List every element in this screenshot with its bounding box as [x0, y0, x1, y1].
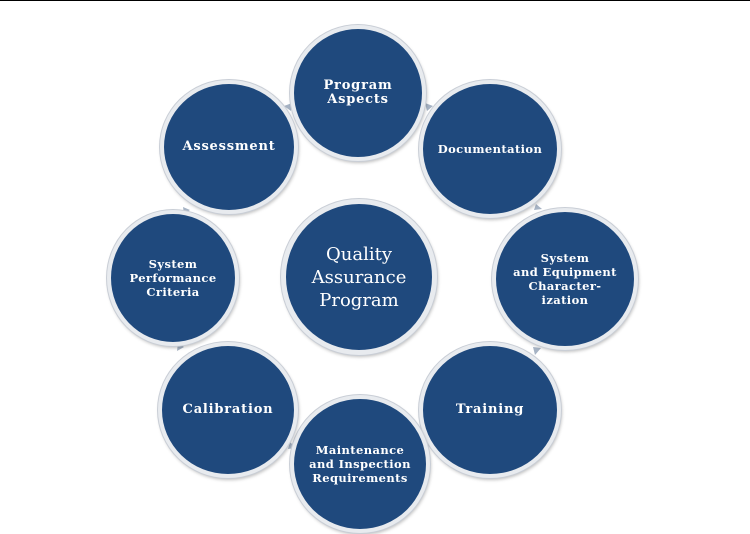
- connector-arrow-3: [534, 204, 542, 210]
- node-documentation-label: Documentation: [438, 142, 543, 156]
- node-training: Training: [419, 342, 561, 478]
- node-system-equipment-label: System and Equipment Character- ization: [513, 251, 617, 307]
- node-system-performance: System Performance Criteria: [107, 210, 239, 346]
- node-system-equipment: System and Equipment Character- ization: [492, 208, 638, 350]
- node-calibration: Calibration: [158, 342, 298, 478]
- node-documentation: Documentation: [419, 80, 561, 218]
- center-node: Quality Assurance Program: [281, 199, 437, 355]
- node-maintenance: Maintenance and Inspection Requirements: [290, 395, 430, 533]
- node-system-performance-label: System Performance Criteria: [129, 257, 216, 299]
- node-program-aspects-label: Program Aspects: [323, 79, 392, 107]
- node-program-aspects: Program Aspects: [290, 25, 426, 161]
- node-calibration-label: Calibration: [183, 403, 274, 417]
- node-maintenance-label: Maintenance and Inspection Requirements: [309, 443, 411, 485]
- node-assessment: Assessment: [160, 80, 298, 214]
- connector-arrow-4: [533, 347, 541, 355]
- node-assessment-label: Assessment: [182, 140, 275, 154]
- center-label: Quality Assurance Program: [312, 243, 407, 312]
- node-training-label: Training: [456, 403, 524, 417]
